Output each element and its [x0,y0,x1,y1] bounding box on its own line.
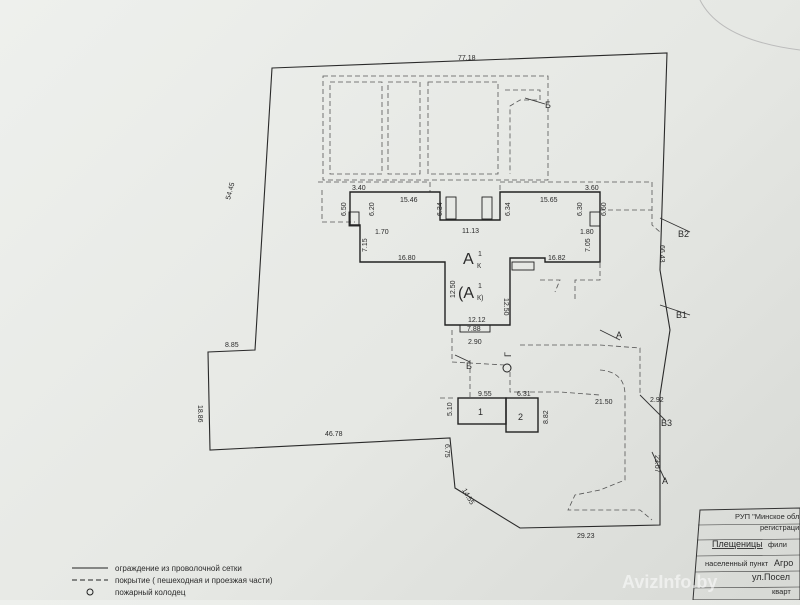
dim-notch: 6.75 [443,444,450,458]
legend: ограждение из проволочной сетки покрытие… [72,564,273,597]
dimension-label: 16.80 [398,255,416,262]
dimension-label: 6.31 [517,391,531,398]
dim-left-lower: 18.86 [196,405,203,423]
dimension-label: 7.05 [585,238,592,252]
legend-item-pavement: покрытие ( пешеходная и проезжая части) [115,576,273,585]
dimension-label: 1 [478,283,482,290]
stamp-place-suffix: фили [768,540,787,549]
dimension-label: 6.34 [505,202,512,216]
dimension-label: 1 [478,251,482,258]
dimension-label: К [477,263,482,270]
dimension-label: 9.55 [478,391,492,398]
boundary-dimensions: 77.18 54.45 66.43 8.85 18.86 46.78 6.75 … [196,55,665,540]
building-dimensions: 3.40 15.46 6.34 6.34 15.65 3.60 6.50 6.2… [341,185,613,424]
dimension-label: 16.82 [548,255,566,262]
dimension-label: 6.60 [601,202,608,216]
dimension-label: 12.12 [468,317,486,324]
dimension-label: К) [477,295,483,302]
annex-label-1: 1 [478,407,483,417]
dim-diagonal: 14.55 [460,488,475,507]
dimension-label: 11.13 [462,228,479,235]
dimension-label: 6.50 [341,202,348,216]
legend-item-fence: ограждение из проволочной сетки [115,564,242,573]
dimension-label: 6.20 [369,202,376,216]
stamp-reg: регистрация [760,523,800,532]
annex-block-2 [505,397,539,433]
dim-bottom-left: 46.78 [325,431,343,438]
stamp-place: Плещеницы [712,539,763,549]
dimension-label: Б [466,361,472,371]
corner-arc [699,0,800,51]
stamp-settlement-value: Агро [774,558,793,568]
main-building [349,191,601,326]
dimension-label: 8.82 [543,410,550,424]
dimension-label: 12.50 [450,280,457,298]
dim-right-lower: 23.07 [653,455,660,473]
dimension-label: 2.90 [468,339,482,346]
stamp-settlement-label: населенный пункт [705,559,769,568]
dimension-label: 15.65 [540,197,558,204]
dim-right-upper: 66.43 [658,245,665,263]
title-stamp: РУП "Минское облас регистрация Плещеницы… [692,507,800,601]
dimension-label: B3 [661,418,672,428]
annex-label-2: 2 [518,412,523,422]
stamp-org: РУП "Минское облас [735,512,800,521]
dimension-label: A [616,330,622,340]
section-markers: Б Б B2 B1 B3 A A Г [466,100,689,486]
building-details [348,196,601,333]
watermark: AvizInfo.by [622,572,717,592]
dimension-label: 7.88 [467,326,481,333]
dimension-label: 7.15 [362,238,369,252]
dimension-label: Г [503,352,513,357]
building-label-bottom: (A [458,285,474,302]
dimension-label: A [662,476,668,486]
dim-corner: 2.92 [650,397,664,404]
stamp-street: ул.Посел [752,572,790,582]
dimension-label: 6.34 [437,202,444,216]
dimension-label: 3.60 [585,185,599,192]
dimension-label: 1.70 [375,229,389,236]
legend-well-symbol [86,588,94,596]
plot-boundary [207,52,671,529]
dimension-label: 1.80 [580,229,594,236]
dimension-label: 6.30 [577,202,584,216]
legend-item-well: пожарный колодец [115,588,186,597]
dimension-label: Б [545,100,551,110]
building-label-top: A [463,251,474,268]
dimension-label: 12.50 [502,298,509,316]
dim-top: 77.18 [458,55,476,62]
dimension-label: 3.40 [352,185,366,192]
dimension-label: 15.46 [400,197,418,204]
dim-bottom: 29.23 [577,533,595,540]
stamp-extra: кварт [772,587,791,596]
pavement-outlines [318,75,661,521]
fire-hydrant-marker [502,363,512,373]
dimension-label: 5.10 [447,402,454,416]
dimension-label: B1 [676,310,687,320]
section-lines [454,97,691,481]
dim-left-upper: 54.45 [225,182,236,201]
dim-step: 8.85 [225,342,239,349]
dimension-label: B2 [678,229,689,239]
dimension-label: 21.50 [595,399,613,406]
